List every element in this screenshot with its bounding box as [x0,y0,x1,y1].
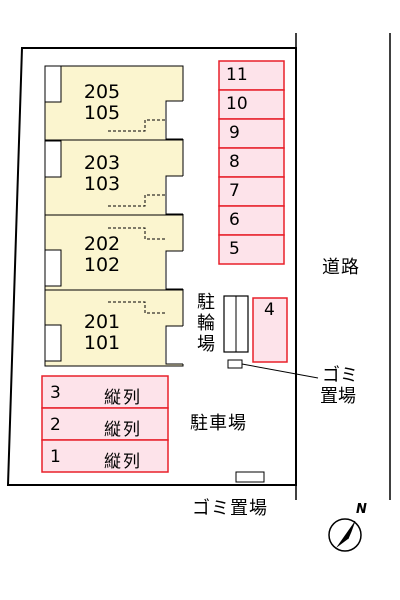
road-label: 道路 [322,257,360,278]
parking-space-7 [218,176,285,207]
tandem-row-3-kind: 縦列 [104,388,142,408]
garbage-area-side-label: ゴミ 置場 [320,365,358,407]
interior-line [108,194,166,207]
tandem-row-1-kind: 縦列 [104,452,142,472]
building [44,65,185,367]
tandem-row-3 [41,375,169,409]
garbage-area-bottom [235,471,265,483]
notch-edge [165,175,183,215]
parking-label-6: 6 [229,210,240,230]
unit-notch [165,101,185,139]
parking-label-4: 4 [264,300,275,320]
parking-label-7: 7 [229,181,240,201]
interior-line [108,119,166,132]
parking-space-9 [218,118,285,149]
parking-space-10 [218,89,285,120]
unit-notch [165,326,185,364]
bicycle-parking-label: 駐輪場 [197,292,215,355]
unit-notch [165,251,185,289]
interior-line [108,227,166,240]
tandem-row-2-kind: 縦列 [104,420,142,440]
tandem-row-3-number: 3 [50,383,61,403]
balcony [44,249,62,287]
parking-label-8: 8 [229,152,240,172]
unit-block [44,289,184,367]
unit-notch [165,176,185,214]
parking-space-11 [218,60,285,91]
compass-icon [328,518,362,552]
balcony [44,65,62,103]
interior-line [108,301,166,314]
parking-label-5: 5 [229,239,240,259]
tandem-row-2-number: 2 [50,415,61,435]
tandem-row-1-number: 1 [50,447,61,467]
notch-edge [165,100,183,140]
parking-label-10: 10 [226,94,248,114]
parking-space-6 [218,205,285,236]
garbage-area-side [227,359,243,369]
unit-block [44,65,184,143]
tandem-row-1 [41,439,169,473]
balcony [44,140,62,178]
parking-space-5 [218,234,285,265]
parking-label-11: 11 [226,65,248,85]
tandem-row-2 [41,407,169,441]
balcony [44,324,62,362]
garbage-area-bottom-label: ゴミ置場 [192,498,268,519]
north-label: N [356,502,367,517]
parking-space-4 [252,297,288,363]
garbage-leader-line [241,363,319,379]
notch-edge [165,250,183,290]
notch-edge [165,325,183,365]
parking-column [218,60,285,265]
parking-label-9: 9 [229,123,240,143]
parking-lot-label: 駐車場 [190,413,247,434]
